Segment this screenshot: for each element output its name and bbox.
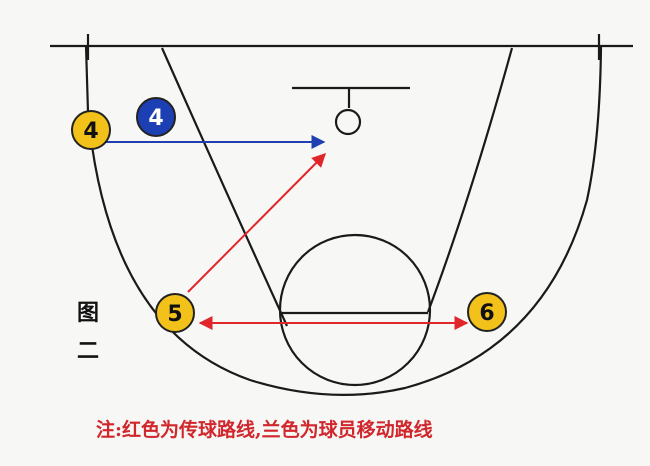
player-4-blue-number: 4	[148, 106, 163, 131]
figure-label-char-2: 二	[77, 338, 99, 364]
routes	[104, 135, 469, 330]
player-6-number: 6	[479, 301, 494, 326]
player-5-disc	[155, 293, 195, 333]
player-5: 5	[155, 293, 195, 333]
player-4-yellow-disc	[71, 110, 111, 150]
red-pass-route-to-basket	[187, 153, 326, 293]
player-4-yellow-number: 4	[83, 119, 98, 144]
player-4-yellow: 4	[71, 110, 111, 150]
right-key-line	[426, 47, 514, 313]
court-lines	[50, 34, 633, 396]
figure-label-char-1: 图	[77, 300, 99, 326]
basket-rim	[334, 108, 362, 136]
left-key-line	[160, 47, 289, 327]
center-circle	[278, 233, 432, 387]
player-4-blue: 4	[136, 97, 176, 137]
player-5-number: 5	[167, 302, 182, 327]
legend-note: 注:红色为传球路线,兰色为球员移动路线	[96, 418, 433, 441]
three-point-arc	[84, 45, 603, 396]
player-4-blue-disc	[136, 97, 176, 137]
player-6-disc	[467, 292, 507, 332]
player-6: 6	[467, 292, 507, 332]
